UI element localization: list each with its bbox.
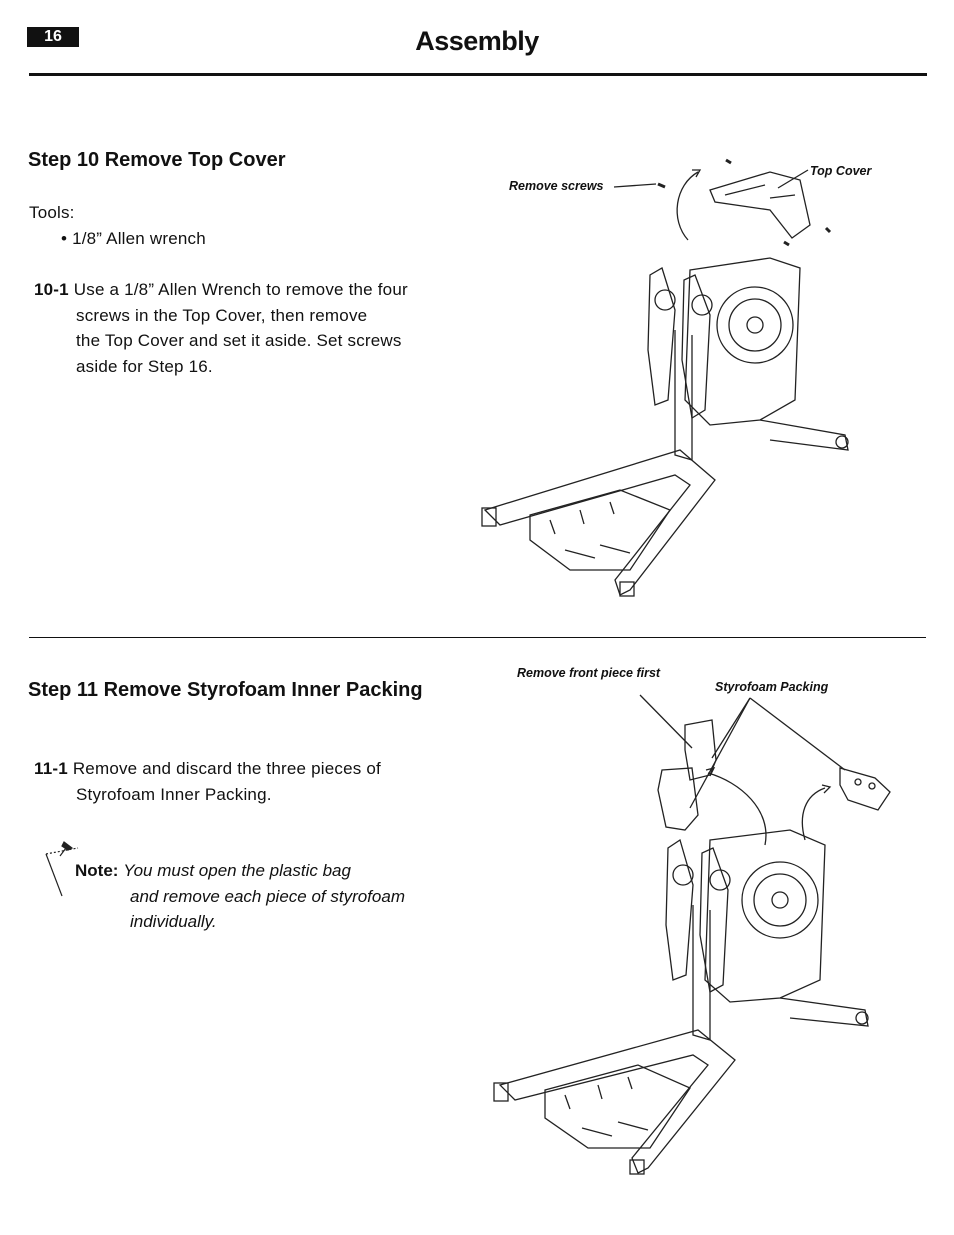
note-line: individually. — [130, 912, 217, 932]
note-pin-icon — [45, 841, 79, 897]
step-10-instruction: 10-1 Use a 1/8” Allen Wrench to remove t… — [34, 277, 408, 380]
callout-styrofoam-packing: Styrofoam Packing — [715, 680, 829, 694]
page-number: 16 — [27, 27, 79, 47]
instruction-line: Styrofoam Inner Packing. — [76, 784, 272, 804]
instruction-line: the Top Cover and set it aside. Set scre… — [76, 331, 402, 351]
note-label: Note: — [75, 861, 119, 880]
instruction-line: aside for Step 16. — [76, 357, 213, 377]
section-divider — [29, 637, 926, 638]
step-11-instruction: 11-1 Remove and discard the three pieces… — [34, 756, 381, 807]
callout-top-cover: Top Cover — [810, 164, 872, 178]
step-10-illustration — [481, 158, 849, 597]
step-10-tools: Tools: • 1/8” Allen wrench — [29, 200, 206, 251]
note-block: Note: You must open the plastic bag and … — [75, 858, 405, 935]
tools-label: Tools: — [29, 203, 75, 222]
tool-item: • 1/8” Allen wrench — [61, 228, 206, 248]
instruction-line: Remove and discard the three pieces of — [72, 759, 381, 778]
step-11-illustration — [493, 694, 891, 1175]
callout-remove-front-piece: Remove front piece first — [517, 666, 661, 680]
instruction-line: Use a 1/8” Allen Wrench to remove the fo… — [73, 280, 408, 299]
instruction-number: 11-1 — [34, 759, 68, 778]
page-title: Assembly — [415, 26, 539, 56]
note-line: and remove each piece of styrofoam — [130, 886, 405, 906]
instruction-line: screws in the Top Cover, then remove — [76, 305, 368, 325]
note-line: You must open the plastic bag — [123, 861, 351, 880]
instruction-number: 10-1 — [34, 280, 69, 299]
step-11-heading: Step 11 Remove Styrofoam Inner Packing — [28, 679, 423, 701]
callout-remove-screws: Remove screws — [509, 179, 604, 193]
step-10-heading: Step 10 Remove Top Cover — [28, 149, 286, 171]
header-divider — [29, 73, 927, 76]
